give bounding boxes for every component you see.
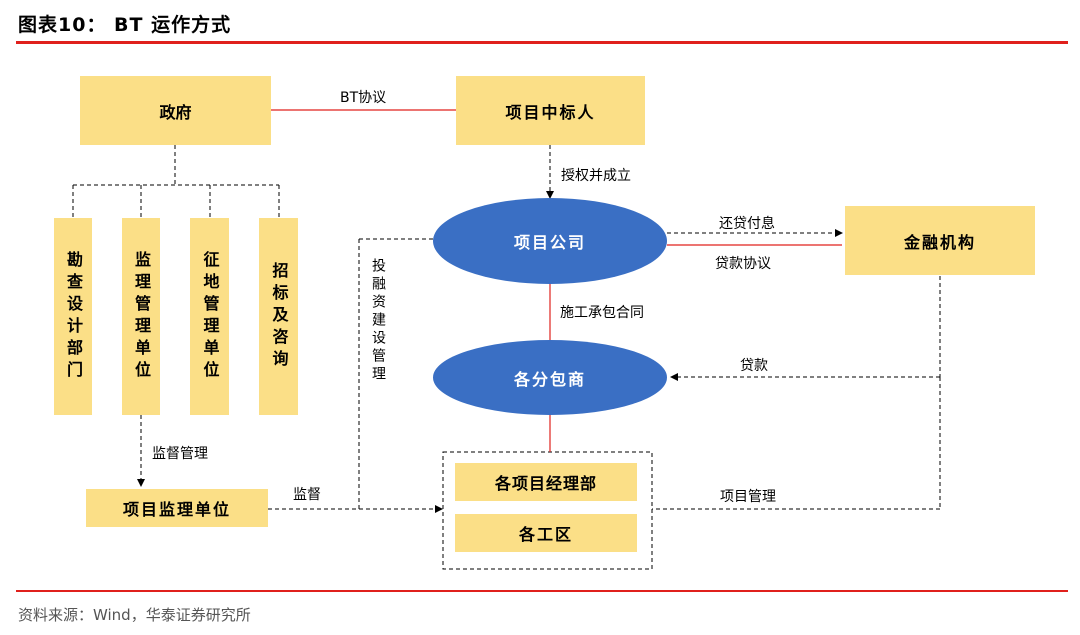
land-acquisition-unit-box: 征地管理单位 [190,218,229,415]
bottom-rule [16,590,1068,592]
source-note: 资料来源：Wind，华泰证券研究所 [18,606,251,624]
top-rule [16,41,1068,44]
survey-dept-box: 勘查设计部门 [54,218,92,415]
construction-contract-label: 施工承包合同 [560,305,644,321]
supervision-mgmt-label: 监督管理 [152,446,208,462]
government-box: 政府 [80,76,271,145]
work-areas-box: 各工区 [455,514,637,552]
subcontractors-ellipse: 各分包商 [433,340,667,415]
repay-label: 还贷付息 [719,216,775,232]
financial-institution-box: 金融机构 [845,206,1035,275]
loan-label: 贷款 [740,358,768,374]
project-company-ellipse: 项目公司 [433,198,667,284]
figure-title: 图表10： BT 运作方式 [18,14,232,36]
loan-agreement-label: 贷款协议 [715,256,771,272]
authorize-label: 授权并成立 [561,168,631,184]
project-managers-box: 各项目经理部 [455,463,637,501]
supervise-label: 监督 [293,487,321,503]
investment-mgmt-label: 投融资建设管理 [370,258,386,384]
supervision-mgmt-unit-box: 监理管理单位 [122,218,160,415]
bt-agreement-label: BT协议 [340,90,387,106]
bidder-box: 项目中标人 [456,76,645,145]
bidding-consulting-box: 招标及咨询 [259,218,298,415]
project-mgmt-label: 项目管理 [720,489,776,505]
project-supervisor-box: 项目监理单位 [86,489,268,527]
